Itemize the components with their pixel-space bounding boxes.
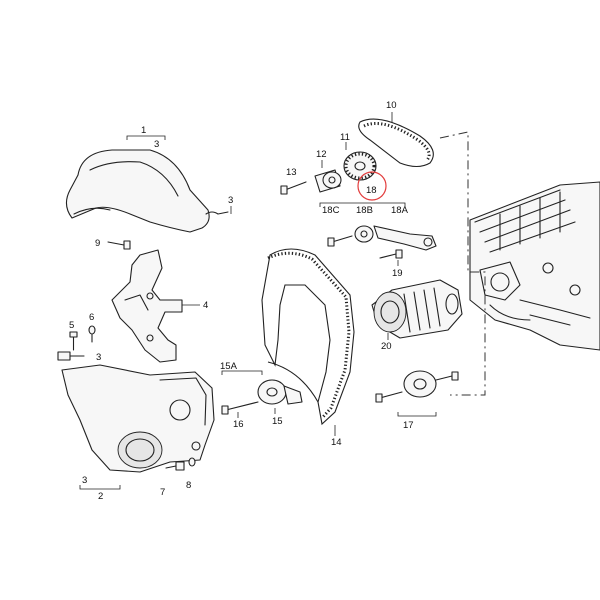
- bolt-18c: [327, 235, 353, 247]
- callout-19: 19: [392, 268, 403, 279]
- lower-timing-cover: [61, 364, 215, 473]
- callout-10: 10: [386, 100, 397, 111]
- engine-block: [469, 181, 600, 351]
- callout-9: 9: [95, 238, 100, 249]
- idler-pulley-17: [403, 370, 459, 398]
- callout-16: 16: [233, 419, 244, 430]
- callout-3-top: 3: [154, 139, 159, 150]
- callout-4: 4: [203, 300, 208, 311]
- screw-3: [57, 351, 85, 361]
- callout-17: 17: [403, 420, 414, 431]
- bolt-16: [221, 401, 259, 415]
- callout-18: 18: [366, 185, 377, 196]
- callout-3-screw: 3: [96, 352, 101, 363]
- callout-18a: 18A: [391, 205, 409, 216]
- highlight-ring: [357, 171, 387, 201]
- callout-3-bottom: 3: [82, 475, 87, 486]
- callout-11: 11: [340, 132, 350, 143]
- screw-9: [107, 240, 131, 250]
- callout-2: 2: [98, 491, 103, 502]
- callout-14: 14: [331, 437, 342, 448]
- camshaft-belt: [358, 118, 434, 168]
- callout-12: 12: [316, 149, 327, 160]
- washer-8: [188, 457, 196, 467]
- bolt-19: [379, 249, 403, 259]
- sprocket-11: [343, 151, 377, 181]
- bolt-17: [375, 391, 403, 403]
- reference-line: [439, 131, 486, 396]
- bracket-18a: [373, 225, 437, 251]
- callout-5: 5: [69, 320, 74, 331]
- bolt-7: [165, 461, 185, 471]
- callout-1: 1: [141, 125, 146, 136]
- callout-7: 7: [160, 487, 165, 498]
- callout-13: 13: [286, 167, 297, 178]
- callout-18b: 18B: [356, 205, 373, 216]
- cover-clip: [205, 211, 229, 215]
- pulley-12: [314, 169, 342, 193]
- callout-3-clip: 3: [228, 195, 233, 206]
- water-pump: [371, 279, 463, 339]
- idler-18b: [354, 225, 374, 243]
- callout-18c: 18C: [322, 205, 340, 216]
- callout-15: 15: [272, 416, 283, 427]
- callout-8: 8: [186, 480, 191, 491]
- bolt-5: [69, 331, 78, 351]
- timing-belt: [261, 248, 355, 426]
- rear-bracket: [111, 249, 183, 363]
- bolt-13: [280, 181, 307, 195]
- callout-6: 6: [89, 312, 94, 323]
- tensioner-15: [257, 379, 303, 405]
- callout-20: 20: [381, 341, 392, 352]
- upper-timing-cover: [65, 149, 210, 233]
- callout-15a: 15A: [220, 361, 238, 372]
- washer-6: [88, 325, 96, 343]
